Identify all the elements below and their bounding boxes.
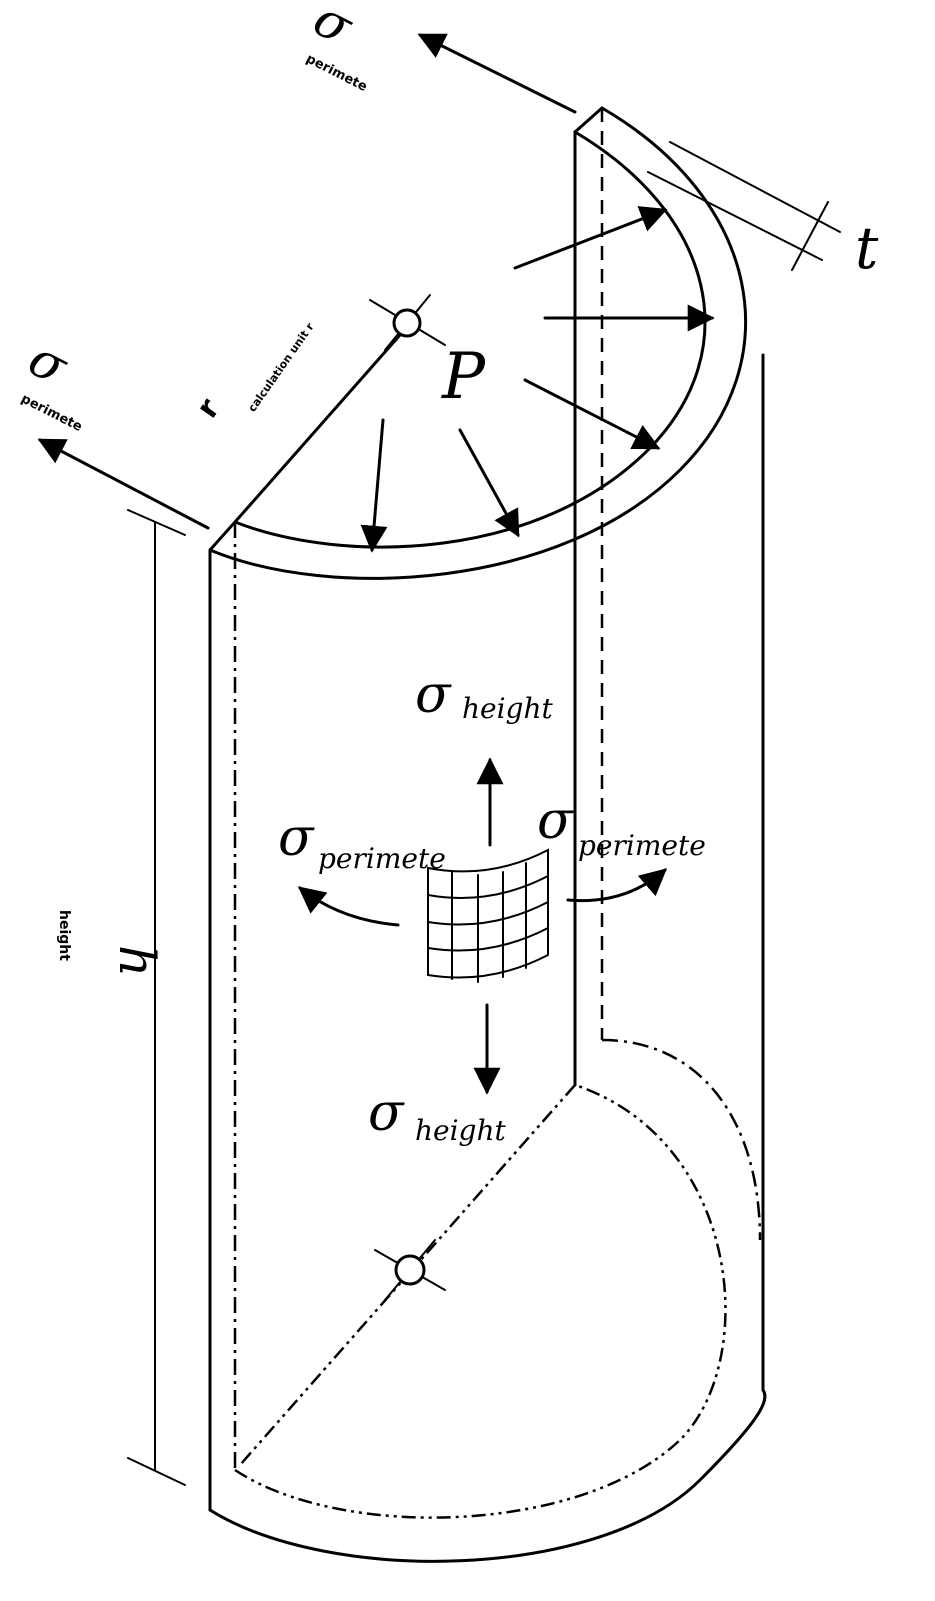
height-note: height bbox=[56, 910, 72, 961]
top-center-marker bbox=[369, 294, 446, 351]
label-sigma-height-top: σ height bbox=[415, 665, 554, 725]
top-diameter-line bbox=[233, 333, 402, 524]
perimeter-arrow-top bbox=[417, 33, 577, 114]
label-radius: r calculation unit r bbox=[190, 320, 317, 425]
perimeter-arrow-mid-right bbox=[566, 868, 668, 903]
label-sigma-height-bottom: σ height bbox=[368, 1083, 507, 1147]
label-height: h bbox=[108, 945, 166, 977]
pressure-label: P bbox=[441, 340, 486, 414]
bottom-inner-arc bbox=[234, 1083, 727, 1519]
sigma-symbol: σ bbox=[20, 329, 78, 397]
bottom-outer-hidden-arc bbox=[601, 1038, 762, 1241]
sigma-symbol: σ bbox=[368, 1083, 405, 1143]
perimeter-arrow-mid-left bbox=[297, 886, 400, 927]
height-dimension bbox=[127, 509, 186, 1486]
stress-element bbox=[427, 848, 549, 983]
height-symbol: h bbox=[108, 945, 166, 977]
thickness-label: t bbox=[855, 214, 879, 282]
pressure-arrows bbox=[360, 206, 715, 553]
top-cut-back bbox=[573, 106, 604, 134]
sigma-height-top-subscript: height bbox=[462, 692, 554, 725]
sigma-symbol: σ bbox=[415, 665, 452, 725]
perimeter-arrow-left bbox=[37, 438, 210, 530]
radius-note: calculation unit r bbox=[246, 320, 317, 414]
sigma-symbol: σ bbox=[305, 0, 363, 57]
bottom-center-marker bbox=[374, 1239, 446, 1301]
top-outer-arc bbox=[208, 106, 748, 580]
radius-symbol: r bbox=[190, 392, 227, 424]
thickness-dimension bbox=[647, 141, 841, 271]
sigma-symbol: σ bbox=[537, 791, 574, 851]
label-height-note: height bbox=[56, 910, 72, 961]
shell-body bbox=[208, 106, 767, 1563]
top-cut-front bbox=[208, 520, 237, 552]
sigma-height-bottom-subscript: height bbox=[415, 1114, 507, 1147]
sigma-perimeter-top-subscript: perimete bbox=[303, 51, 369, 95]
bottom-outer-arc bbox=[208, 1388, 767, 1563]
label-sigma-perimeter-left: σ perimete bbox=[18, 329, 84, 435]
sigma-symbol: σ bbox=[278, 808, 315, 868]
label-sigma-perimeter-top: σ perimete bbox=[303, 0, 369, 95]
sigma-perimeter-mid-right-subscript: perimete bbox=[578, 829, 706, 862]
label-sigma-perimeter-mid-right: σ perimete bbox=[537, 791, 706, 862]
label-sigma-perimeter-mid-left: σ perimete bbox=[278, 808, 446, 875]
sigma-perimeter-mid-left-subscript: perimete bbox=[318, 842, 446, 875]
sigma-perimeter-left-subscript: perimete bbox=[18, 391, 84, 435]
